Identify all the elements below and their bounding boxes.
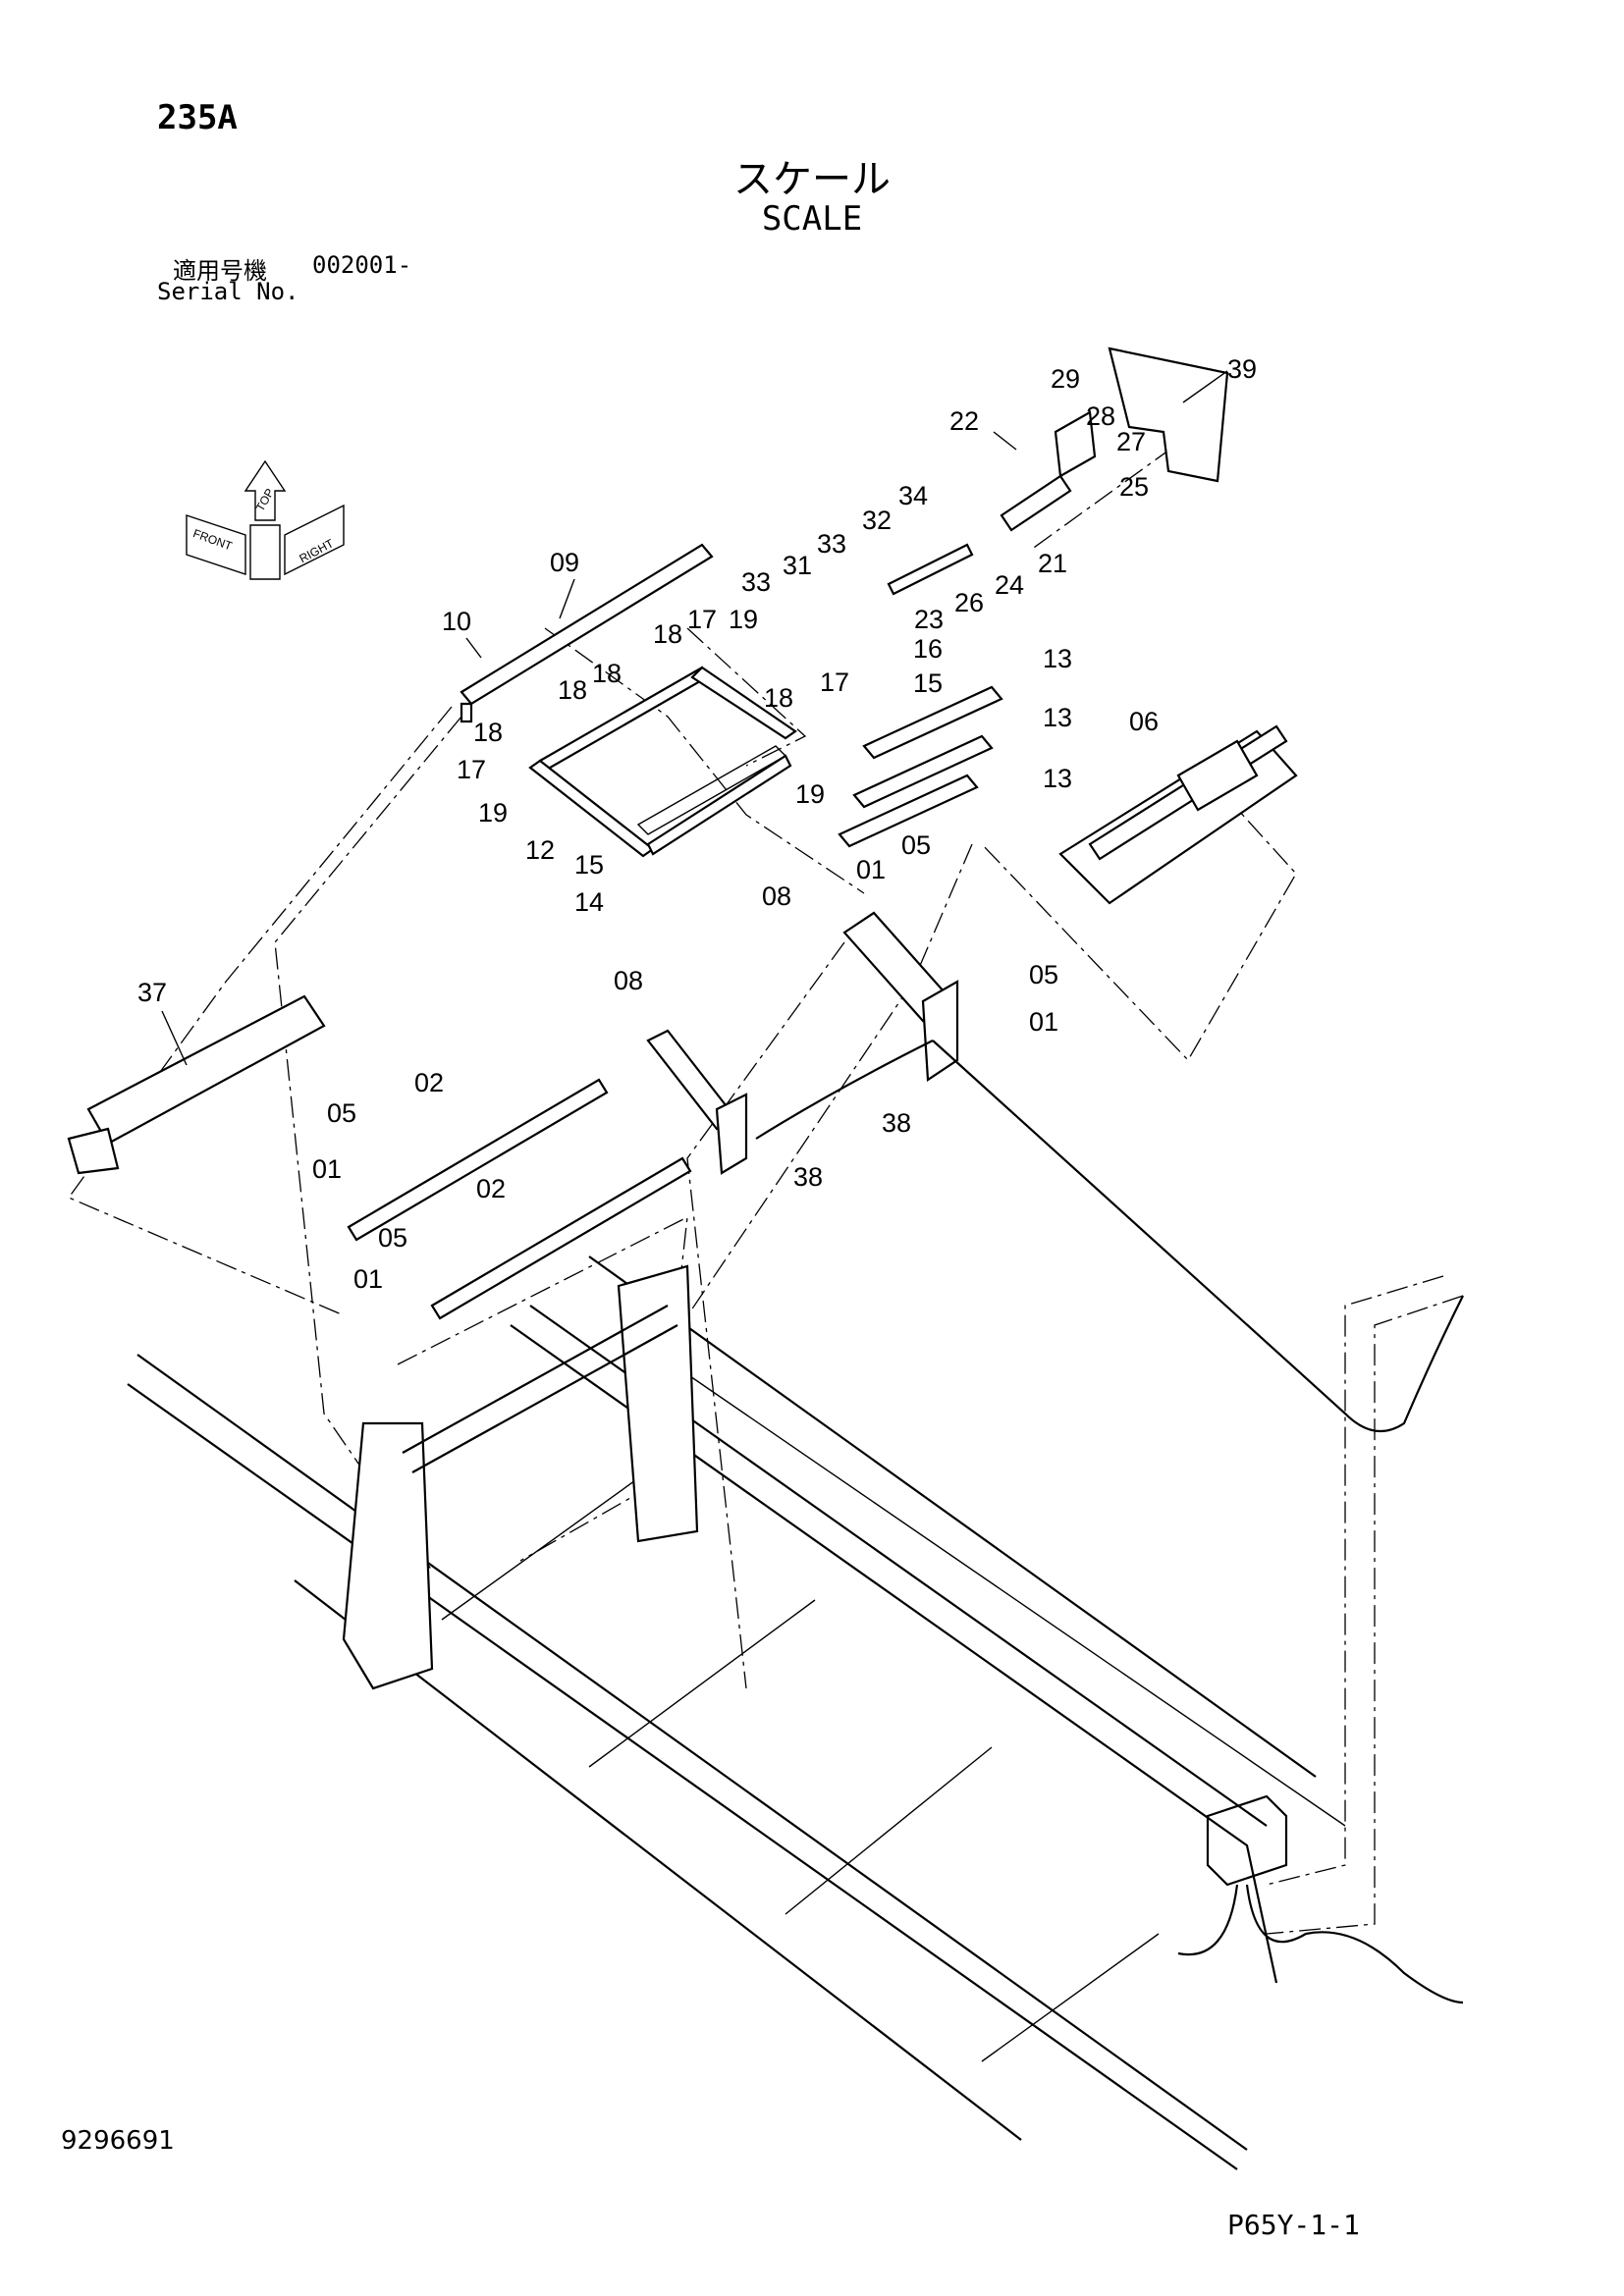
callout-32: 32 (862, 506, 892, 535)
callout-38: 38 (882, 1108, 911, 1138)
serial-label-english: Serial No. (157, 278, 299, 305)
part-callouts: 39 29 28 27 25 22 34 32 33 31 33 21 24 2… (137, 354, 1257, 1294)
callout-18: 18 (653, 619, 682, 649)
callout-16: 16 (913, 634, 943, 664)
callout-01: 01 (856, 855, 886, 884)
figure-code: P65Y-1-1 (1227, 2209, 1360, 2241)
page-number: 235A (157, 98, 238, 137)
upper-rail-part (460, 543, 714, 723)
orientation-arrows-icon: TOP FRONT RIGHT (186, 459, 345, 580)
callout-21: 21 (1038, 549, 1067, 578)
callout-08: 08 (762, 881, 791, 911)
catalog-number: 9296691 (61, 2126, 175, 2156)
callout-17c: 17 (457, 755, 486, 784)
callout-08b: 08 (614, 966, 643, 995)
callout-37: 37 (137, 978, 167, 1007)
callout-06: 06 (1129, 707, 1159, 736)
callout-33b: 33 (741, 567, 771, 597)
plates-part (838, 685, 1003, 848)
callout-18c: 18 (558, 675, 587, 705)
control-box-part (1177, 1794, 1464, 2004)
callout-31: 31 (783, 551, 812, 580)
callout-24: 24 (995, 570, 1024, 600)
callout-13c: 13 (1043, 764, 1072, 793)
callout-27: 27 (1116, 427, 1146, 456)
callout-18e: 18 (473, 718, 503, 747)
callout-05: 05 (901, 830, 931, 860)
cover-39-part (1108, 347, 1229, 483)
title-japanese: スケール (733, 157, 891, 202)
assembly-dashed-lines (67, 362, 1464, 1935)
orientation-label-top: TOP (253, 486, 277, 513)
callout-18d: 18 (764, 683, 793, 713)
callout-18b: 18 (592, 659, 622, 688)
callout-13: 13 (1043, 644, 1072, 673)
frame-part (528, 666, 797, 858)
orientation-label-right: RIGHT (297, 536, 336, 565)
shaft-23-part (887, 410, 1097, 596)
callout-19: 19 (729, 605, 758, 634)
callout-15: 15 (913, 668, 943, 698)
title-english: SCALE (761, 199, 863, 239)
bracket-upper-part (842, 911, 959, 1082)
callout-39: 39 (1227, 354, 1257, 384)
callout-22: 22 (949, 406, 979, 436)
callout-23: 23 (914, 605, 944, 634)
callout-25: 25 (1119, 472, 1149, 502)
callout-02b: 02 (476, 1174, 506, 1203)
serial-label-japanese: 適用号機 (173, 257, 267, 285)
callout-29: 29 (1051, 364, 1080, 394)
callout-19b: 19 (478, 798, 508, 828)
shaft-lower-part (430, 1156, 692, 1320)
callout-38b: 38 (793, 1162, 823, 1192)
callout-26: 26 (954, 588, 984, 617)
callout-28: 28 (1086, 401, 1115, 431)
callout-05d: 05 (378, 1223, 407, 1253)
orientation-label-front: FRONT (191, 526, 235, 554)
callout-05b: 05 (1029, 960, 1058, 989)
callout-19c: 19 (795, 779, 825, 809)
callout-34: 34 (898, 481, 928, 510)
callout-01c: 01 (312, 1154, 342, 1184)
roller-part (1058, 724, 1298, 905)
callout-10: 10 (442, 607, 471, 636)
wire-38 (755, 1040, 1464, 1433)
callout-09: 09 (550, 548, 579, 577)
bracket-lower-part (646, 1029, 748, 1175)
callout-13b: 13 (1043, 703, 1072, 732)
callout-17b: 17 (820, 667, 849, 697)
serial-value: 002001- (312, 251, 412, 279)
callout-01d: 01 (353, 1264, 383, 1294)
shaft-upper-part (347, 1078, 609, 1242)
callout-12: 12 (525, 835, 555, 865)
cover-part (67, 994, 326, 1175)
callout-33: 33 (817, 529, 846, 559)
callout-17: 17 (687, 605, 717, 634)
callout-15b: 15 (574, 850, 604, 880)
callout-05c: 05 (327, 1098, 356, 1128)
callout-01b: 01 (1029, 1007, 1058, 1037)
boom-frame (127, 1255, 1346, 2170)
callout-02: 02 (414, 1068, 444, 1097)
callout-14: 14 (574, 887, 604, 917)
